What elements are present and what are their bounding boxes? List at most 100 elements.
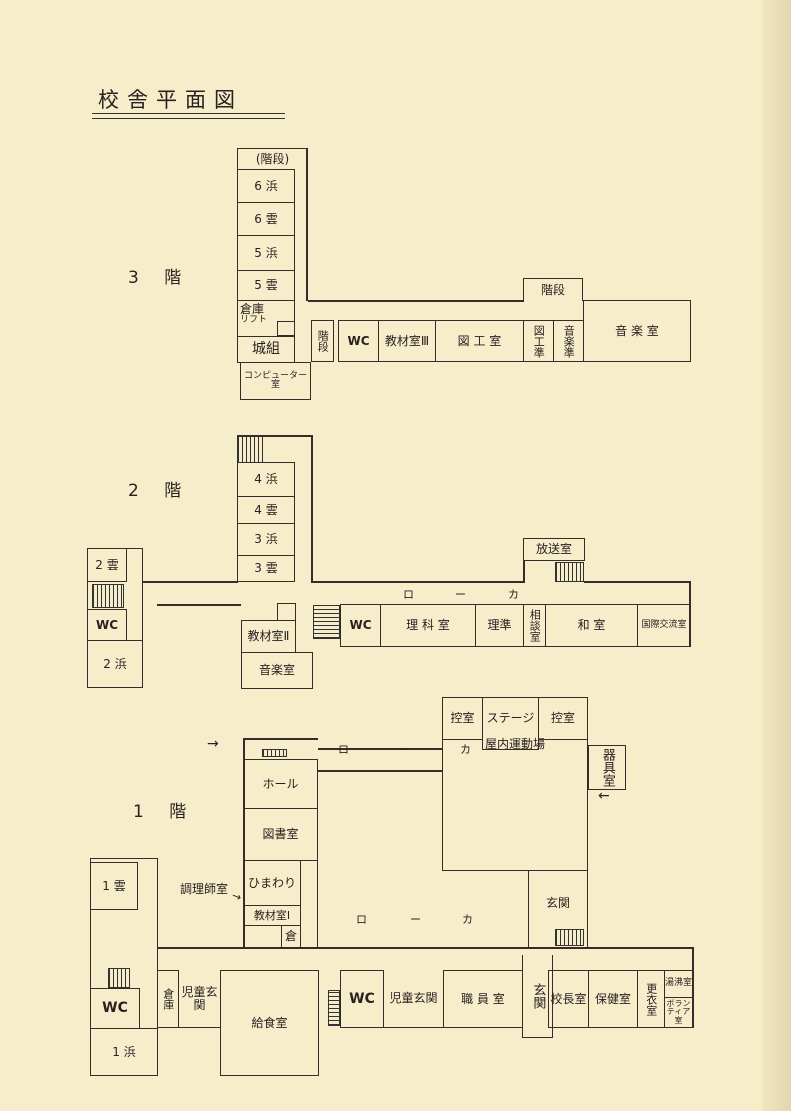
room-classroom: 4 雲 <box>237 496 295 524</box>
room-volunteer: ボランティア室 <box>664 997 693 1028</box>
room-classroom: 5 浜 <box>237 235 295 271</box>
room-storage: 倉庫 <box>157 970 179 1028</box>
wing-left <box>90 858 158 1076</box>
room-music: 音楽室 <box>241 652 313 689</box>
room-broadcast: 放送室 <box>523 538 585 561</box>
storage-label: 倉庫 <box>240 302 265 316</box>
room-stairs: 階段 <box>311 320 334 362</box>
room-wc: WC <box>340 604 381 647</box>
wall <box>243 738 245 948</box>
room-principal: 校長室 <box>548 970 589 1028</box>
room-library: 図書室 <box>243 808 318 861</box>
floor-label-2: 2 階 <box>128 481 192 501</box>
lift-label: リフト <box>240 314 268 325</box>
stairs-icon <box>555 929 584 946</box>
room-classroom: 3 雲 <box>237 555 295 582</box>
title-underline <box>92 113 285 114</box>
stairs-icon <box>313 605 340 639</box>
room-kitchen: 給食室 <box>220 970 319 1076</box>
room-wc: WC <box>338 320 379 362</box>
corridor-label: ロ <box>356 913 367 926</box>
room-classroom: 1 浜 <box>90 1028 158 1076</box>
corridor-label: ー <box>410 913 421 926</box>
page-edge <box>762 0 791 1111</box>
stairs-icon <box>555 562 584 582</box>
wall <box>143 581 238 583</box>
room-music: 音 楽 室 <box>583 300 691 362</box>
wall <box>311 435 313 583</box>
room-classroom: 3 浜 <box>237 523 295 556</box>
room-waiting: 控室 <box>538 697 588 740</box>
wall <box>584 581 691 583</box>
wall <box>692 947 694 1028</box>
corridor-label: ロ <box>338 743 349 756</box>
stairs-icon <box>92 584 124 608</box>
stairs-icon <box>262 749 287 757</box>
room-classroom: 5 雲 <box>237 270 295 301</box>
floor-label-1: 1 階 <box>133 802 197 822</box>
room-classroom: 6 浜 <box>237 169 295 203</box>
room-stage: ステージ <box>482 697 539 750</box>
room-cooks <box>243 925 282 948</box>
room-kettle: 湯沸室 <box>664 970 693 998</box>
title-underline <box>92 118 285 119</box>
room-classroom: 4 浜 <box>237 462 295 497</box>
room-waiting: 控室 <box>442 697 483 740</box>
room-computer: コンピューター室 <box>240 362 311 400</box>
corridor-label: カ <box>508 588 519 601</box>
room-science: 理 科 室 <box>380 604 476 647</box>
room-staff: 職 員 室 <box>443 970 523 1028</box>
room-equipment: 器具室 <box>588 745 626 790</box>
room-materials-3: 教材室Ⅲ <box>378 320 436 362</box>
wall <box>237 435 313 437</box>
wall <box>318 748 443 750</box>
room-hall: ホール <box>243 759 318 809</box>
small-room <box>277 603 296 621</box>
wall <box>243 738 318 740</box>
corridor-label: ー <box>398 743 409 756</box>
floor-label-3: 3 階 <box>128 268 192 288</box>
wall <box>157 947 694 949</box>
corridor-label: ロ <box>403 588 414 601</box>
gym-label: 屋内運動場 <box>484 736 545 751</box>
wall <box>308 300 524 302</box>
room-changing: 更衣室 <box>637 970 665 1028</box>
wall <box>306 148 308 301</box>
corridor-label: カ <box>462 913 473 926</box>
lift <box>277 321 295 336</box>
wall <box>311 581 524 583</box>
wall <box>318 770 443 772</box>
room-classroom: 2 雲 <box>87 548 127 582</box>
room-main-entrance: 玄関 <box>522 955 553 1038</box>
room-materials-2: 教材室Ⅱ <box>241 620 296 653</box>
stairs-icon <box>328 990 340 1026</box>
wall <box>523 560 525 583</box>
room-joso: 城組 <box>237 336 295 363</box>
room-counseling: 相談室 <box>523 604 546 647</box>
room-himawari: ひまわり <box>243 860 301 906</box>
entrance-arrow-right-icon: → <box>207 736 219 752</box>
page-title: 校舎平面図 <box>98 88 243 112</box>
passage <box>300 860 318 948</box>
room-storage: 倉 <box>281 925 301 948</box>
stairs-icon <box>108 968 130 988</box>
room-art-prep: 図工準 <box>523 320 554 362</box>
room-materials-1: 教材室Ⅰ <box>243 905 301 926</box>
room-stairs: 階段 <box>523 278 583 301</box>
room-nurse: 保健室 <box>588 970 638 1028</box>
room-japanese: 和 室 <box>545 604 638 647</box>
room-science-prep: 理準 <box>475 604 524 647</box>
cooks-room-label: 調理師室 <box>180 882 229 896</box>
room-international: 国際交流室 <box>637 604 691 647</box>
pointer-arrow-icon: → <box>230 888 244 905</box>
room-student-entrance: 児童玄関 <box>383 970 444 1028</box>
room-wc: WC <box>90 988 140 1029</box>
wall <box>157 604 241 606</box>
room-classroom: 6 雲 <box>237 202 295 236</box>
room-classroom: 1 雲 <box>90 862 138 910</box>
room-wc: WC <box>87 609 127 641</box>
stairs-icon <box>237 435 263 463</box>
corridor-label: ー <box>455 588 466 601</box>
room-art: 図 工 室 <box>435 320 524 362</box>
